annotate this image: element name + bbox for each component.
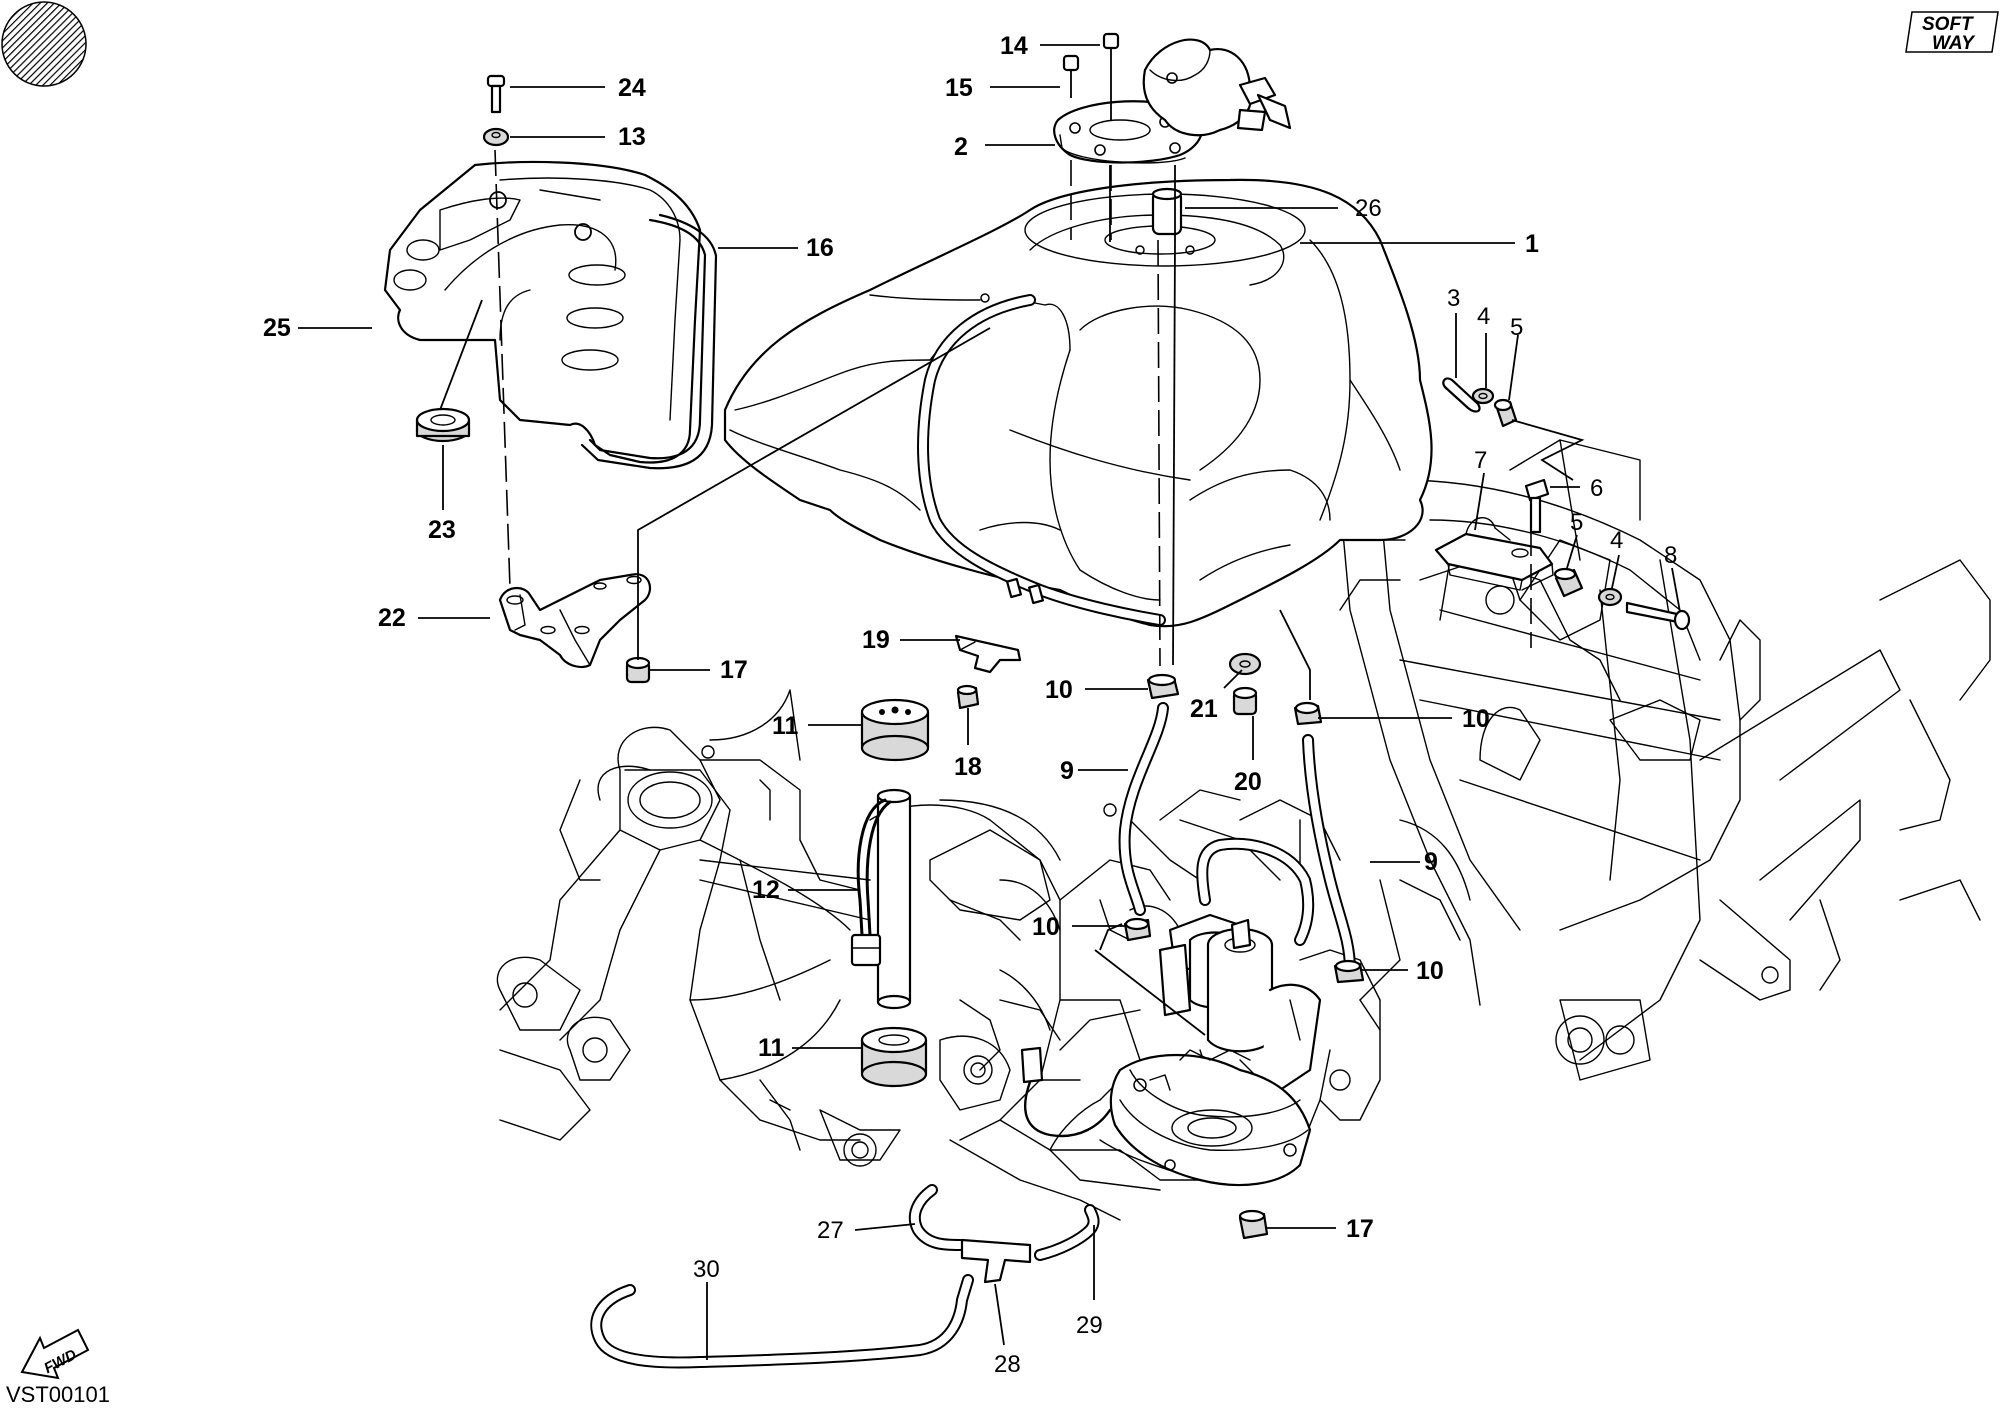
softway-logo: SOFT WAY [1905,11,1999,54]
spacer-5-bottom [1553,567,1584,598]
filler-cap [1142,38,1292,137]
clip-3 [1442,377,1481,413]
clamp-10-c [1123,917,1152,942]
bush-20 [1232,686,1258,716]
washer-21 [1228,652,1262,676]
motorcycle-frame [496,439,1991,1221]
screw-6 [1524,478,1550,534]
hose-27 [908,1184,966,1251]
callout-5-top: 5 [1510,314,1523,341]
callout-20: 20 [1234,768,1262,796]
t-fitting-28 [960,1238,1032,1284]
callout-leaders [298,44,1681,1360]
callout-21: 21 [1190,695,1218,723]
logo-line-2: WAY [1932,33,1976,54]
assembly-lines [439,149,1311,1036]
hinge-7 [1434,517,1554,591]
callout-22: 22 [378,604,406,632]
callout-10-c: 10 [1032,913,1060,941]
hose-9-right [1302,734,1356,976]
callout-28: 28 [994,1351,1021,1378]
callout-24: 24 [618,74,646,102]
callout-9-right: 9 [1424,848,1438,876]
callout-13: 13 [618,123,646,151]
callout-10-a: 10 [1045,676,1073,704]
pin-8 [1625,601,1691,631]
screw-24 [486,74,506,114]
callout-7: 7 [1474,447,1487,474]
reference-code: VST00101 [6,1382,110,1407]
callout-16: 16 [806,234,834,262]
spacer-5-top [1493,398,1518,428]
clamp-10-d [1333,959,1365,984]
callout-9-left: 9 [1060,757,1074,785]
callout-17-top: 17 [720,656,748,684]
hose-9-left [1118,702,1169,916]
callout-11-top: 11 [772,712,799,740]
callout-4-bottom: 4 [1610,527,1623,554]
callout-25: 25 [263,314,291,342]
bush-17-bottom [1238,1209,1269,1240]
washer-13 [482,127,510,147]
cover-gasket [580,213,718,470]
callout-26: 26 [1355,195,1382,222]
hose-29 [1034,1204,1100,1261]
grommet-11-bottom [860,1026,928,1088]
grommet-23 [415,407,471,443]
clip-19 [954,634,1022,674]
nut-18 [956,684,980,710]
callout-1: 1 [1525,230,1539,258]
callout-labels: 24 13 16 25 23 22 17 14 15 2 26 1 3 4 5 … [263,32,1677,1378]
fuel-tank [723,178,1433,628]
callout-29: 29 [1076,1312,1103,1339]
callout-12: 12 [752,876,780,904]
callout-5-bottom: 5 [1570,509,1583,536]
bracket-22 [498,573,652,669]
fwd-arrow: FWD [20,1328,90,1380]
corner-hatched-circle [1,1,87,87]
callout-14: 14 [1000,32,1028,60]
washer-4-top [1471,387,1495,405]
callout-11-bottom: 11 [758,1034,785,1062]
callout-17-bottom: 17 [1346,1215,1374,1243]
callout-3: 3 [1447,285,1460,312]
screw-14 [1102,32,1120,120]
fuel-pump-assembly [1020,837,1322,1187]
logo-line-1: SOFT [1922,14,1974,35]
fuel-pump-12 [850,788,912,1010]
grommet-11-top [860,698,930,762]
washer-4-bottom [1597,587,1623,607]
clamp-10-a [1146,673,1180,700]
callout-27: 27 [817,1217,844,1244]
callout-4-top: 4 [1477,303,1490,330]
callout-18: 18 [954,753,982,781]
callout-30: 30 [693,1256,720,1283]
tank-cover [383,160,702,464]
hose-30 [590,1274,974,1369]
clamp-10-b [1293,701,1323,726]
callout-23: 23 [428,516,456,544]
bush-17-top [625,656,651,684]
callout-10-b: 10 [1462,705,1490,733]
callout-2: 2 [954,133,968,161]
screw-15 [1062,54,1080,98]
callout-10-d: 10 [1416,957,1444,985]
callout-8: 8 [1664,542,1677,569]
callout-19: 19 [862,626,890,654]
callout-6: 6 [1590,475,1603,502]
callout-15: 15 [945,74,973,102]
